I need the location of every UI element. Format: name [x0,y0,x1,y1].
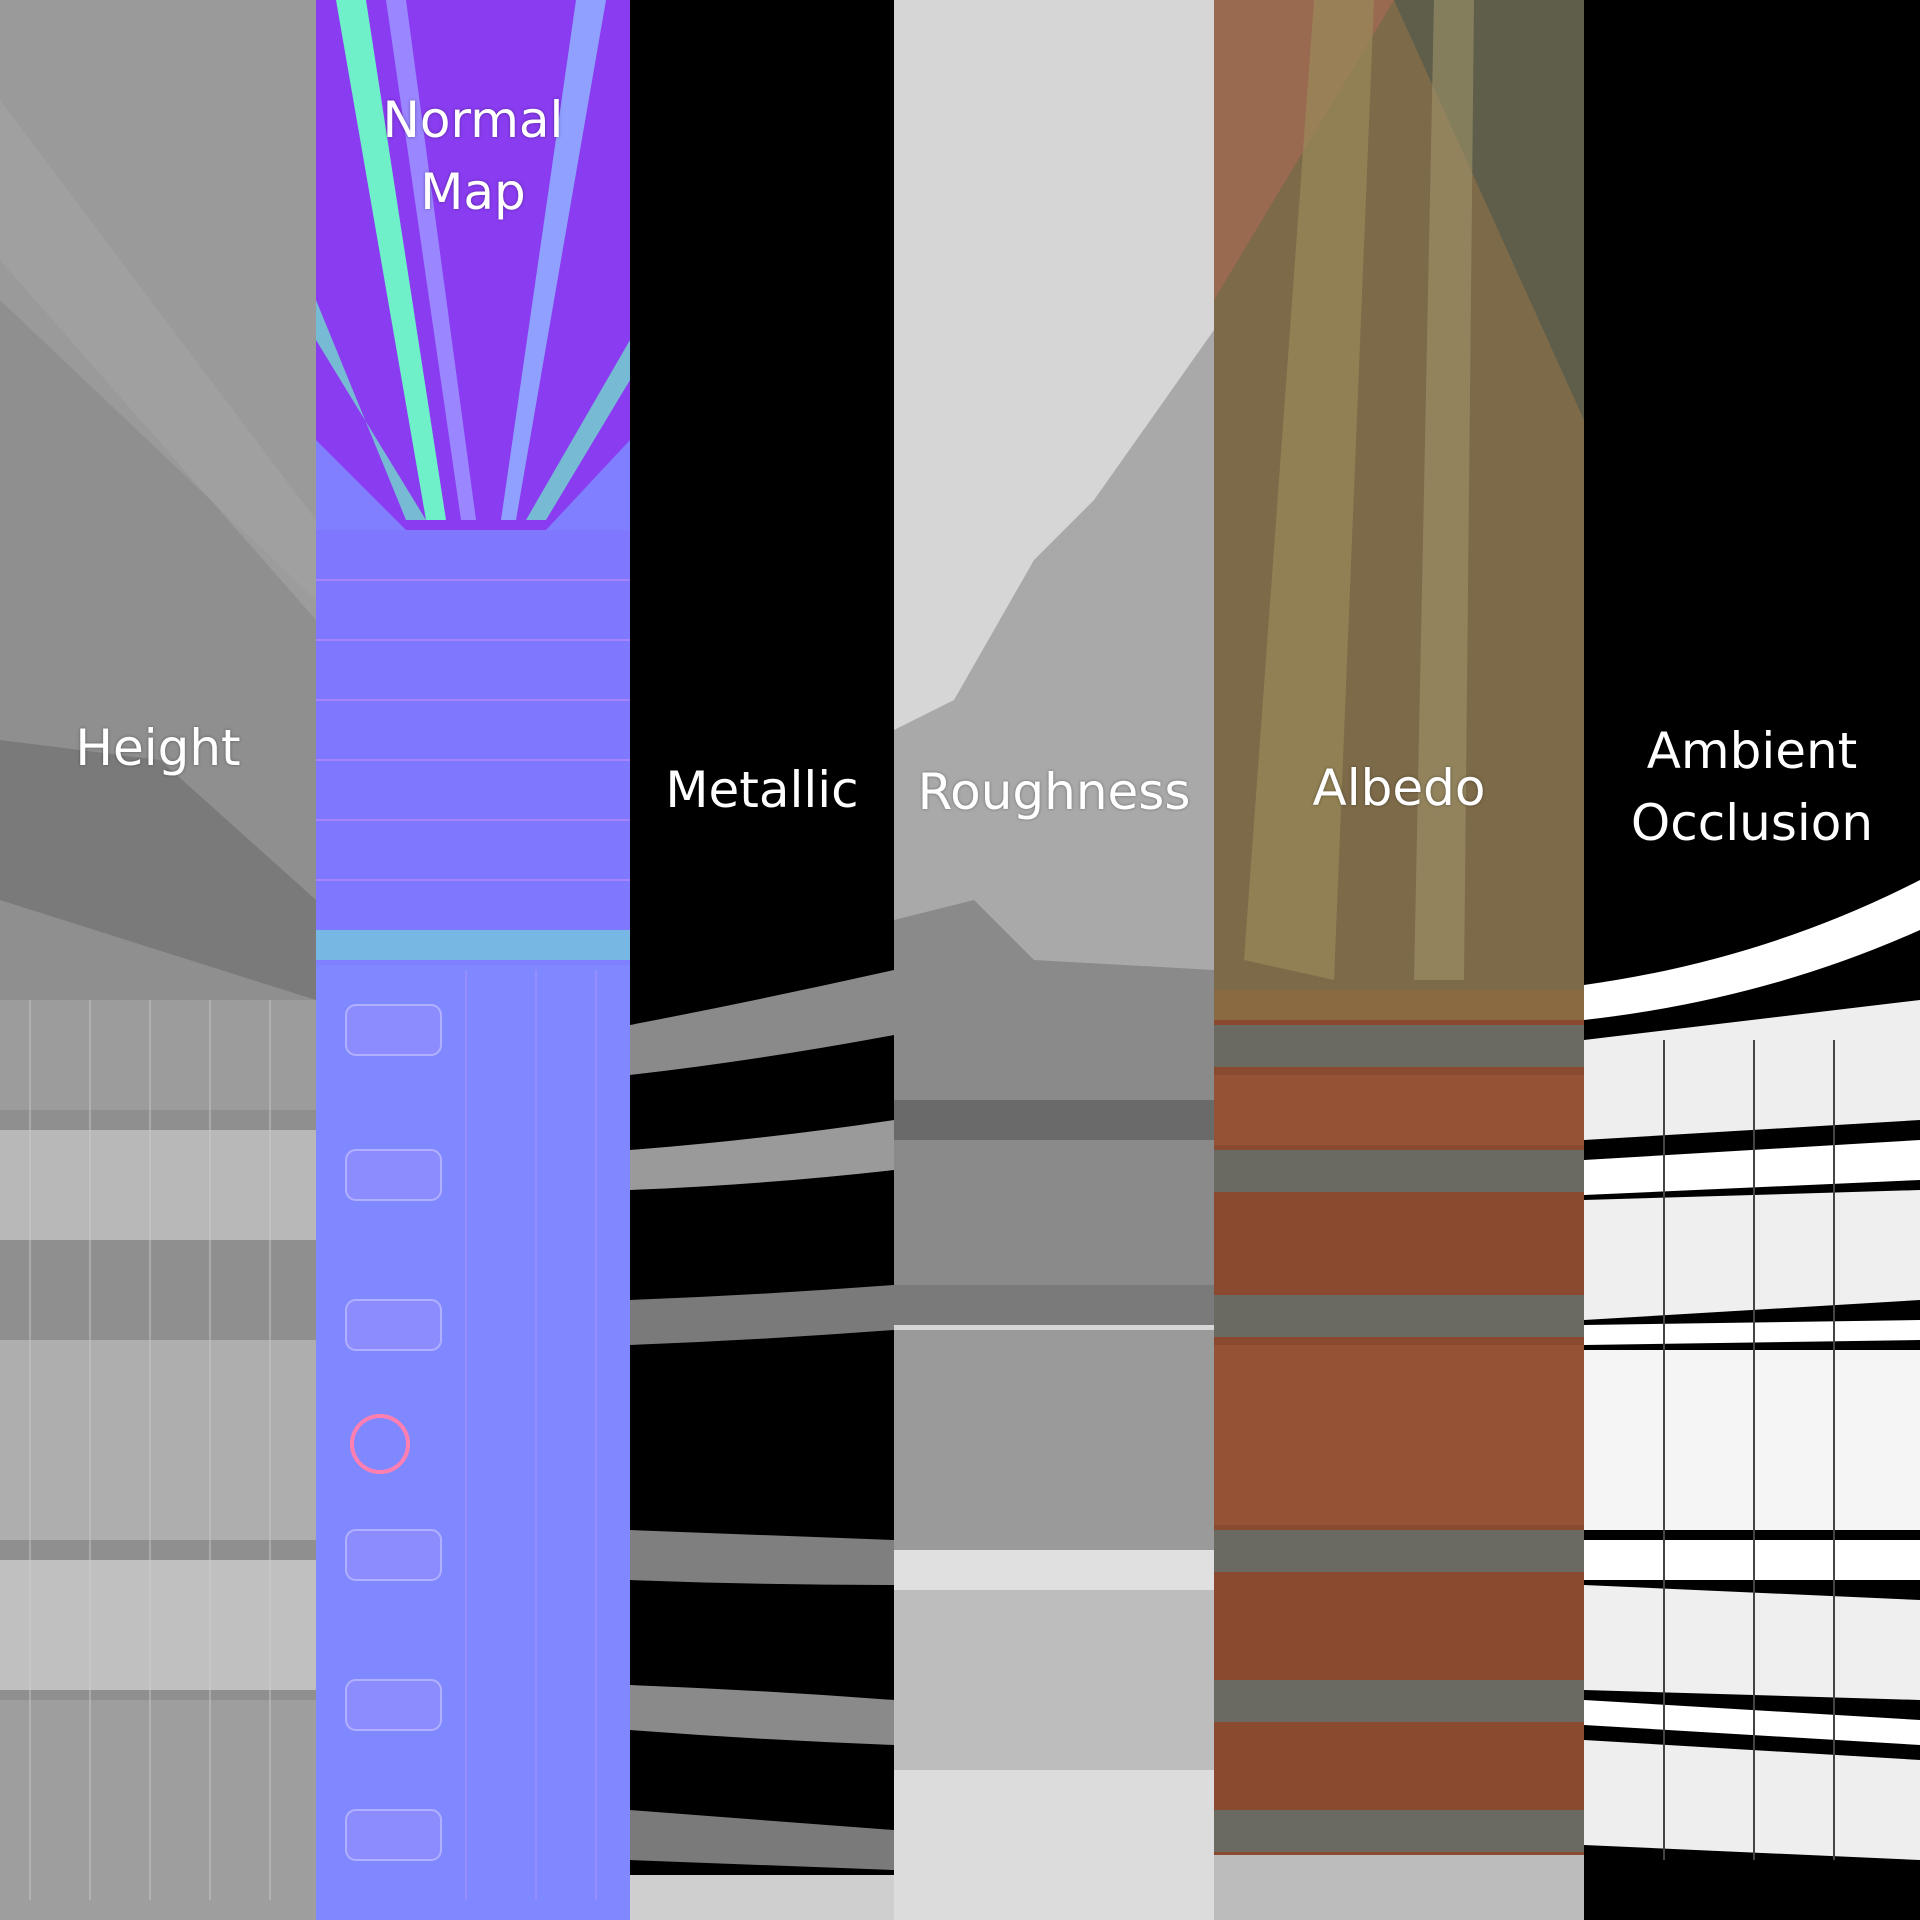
albedo-map-panel: Albedo [1214,0,1584,1920]
normal-map-label: Normal Map [382,91,564,221]
normal-map-texture [316,0,630,1920]
height-map-panel: Height [0,0,316,1920]
normal-map-panel: Normal Map [316,0,630,1920]
roughness-map-panel: Roughness [894,0,1214,1920]
ambient-occlusion-map-texture [1584,0,1920,1920]
metallic-map-panel: Metallic [630,0,894,1920]
albedo-label: Albedo [1312,759,1486,817]
roughness-label: Roughness [917,763,1191,821]
metallic-label: Metallic [665,761,859,819]
ambient-occlusion-map-panel: Ambient Occlusion [1584,0,1920,1920]
metallic-map-texture [630,0,894,1920]
height-label: Height [75,719,241,777]
height-map-texture [0,0,316,1920]
albedo-map-texture [1214,0,1584,1920]
roughness-map-texture [894,0,1214,1920]
ambient-occlusion-label: Ambient Occlusion [1630,722,1874,852]
